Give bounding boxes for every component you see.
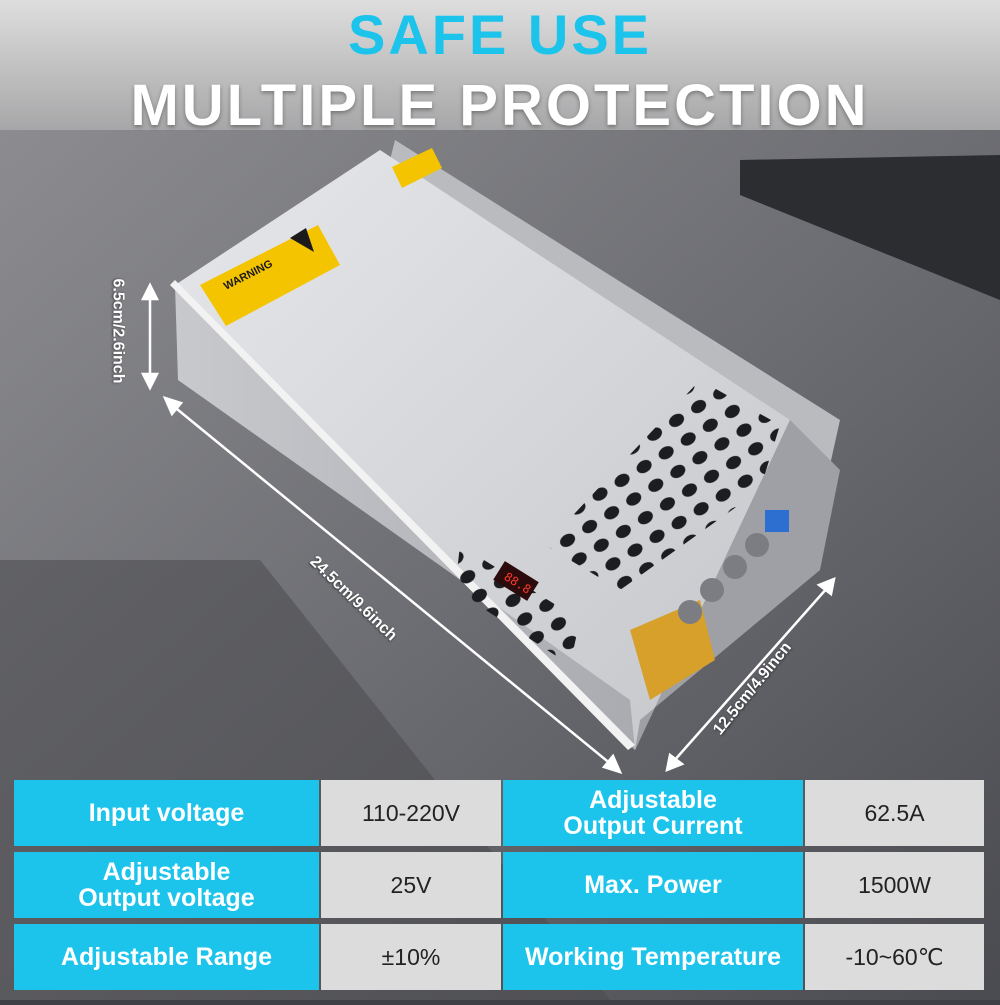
spec-label-output-current: Adjustable Output Current bbox=[503, 780, 803, 846]
length-arrow-end bbox=[601, 753, 623, 775]
spec-value-input-voltage: 110-220V bbox=[321, 780, 501, 846]
top-face bbox=[175, 150, 790, 750]
spec-value-output-current: 62.5A bbox=[805, 780, 984, 846]
vent-holes-side bbox=[455, 545, 580, 665]
spec-value-output-voltage: 25V bbox=[321, 852, 501, 918]
vent-holes-top bbox=[545, 380, 780, 590]
spec-label-output-voltage: Adjustable Output voltage bbox=[14, 852, 319, 918]
sink-cutout bbox=[740, 155, 1000, 300]
width-arrow-start bbox=[665, 752, 685, 773]
terminal-screw-2 bbox=[700, 578, 724, 602]
small-warning-sticker bbox=[392, 148, 442, 188]
headline-safe-use: SAFE USE bbox=[347, 3, 653, 66]
led-display bbox=[493, 561, 539, 601]
spec-label-max-power: Max. Power bbox=[503, 852, 803, 918]
warning-sticker bbox=[200, 225, 340, 326]
spec-label-input-voltage: Input voltage bbox=[14, 780, 319, 846]
spec-table: Input voltage 110-220V Adjustable Output… bbox=[14, 780, 984, 990]
fuse-block bbox=[630, 600, 715, 700]
spec-label-adjustable-range: Adjustable Range bbox=[14, 924, 319, 990]
spec-value-adjustable-range: ±10% bbox=[321, 924, 501, 990]
height-dimension-label: 6.5cm/2.6inch bbox=[109, 278, 127, 384]
spec-value-working-temperature: -10~60℃ bbox=[805, 924, 984, 990]
terminal-screw-4 bbox=[745, 533, 769, 557]
edge-highlight bbox=[170, 280, 635, 750]
headline-multiple-protection: MULTIPLE PROTECTION bbox=[130, 73, 870, 138]
width-dimension-line bbox=[672, 586, 829, 763]
width-arrow-end bbox=[816, 576, 836, 597]
adjust-potentiometer bbox=[765, 510, 789, 532]
length-dimension-line bbox=[171, 404, 613, 766]
height-arrow-top bbox=[140, 282, 160, 301]
terminal-screw-3 bbox=[723, 555, 747, 579]
spec-value-max-power: 1500W bbox=[805, 852, 984, 918]
warning-triangle-icon bbox=[290, 228, 314, 252]
terminal-screw-1 bbox=[678, 600, 702, 624]
spec-label-working-temperature: Working Temperature bbox=[503, 924, 803, 990]
length-arrow-start bbox=[162, 395, 184, 417]
height-arrow-bottom bbox=[140, 372, 160, 391]
